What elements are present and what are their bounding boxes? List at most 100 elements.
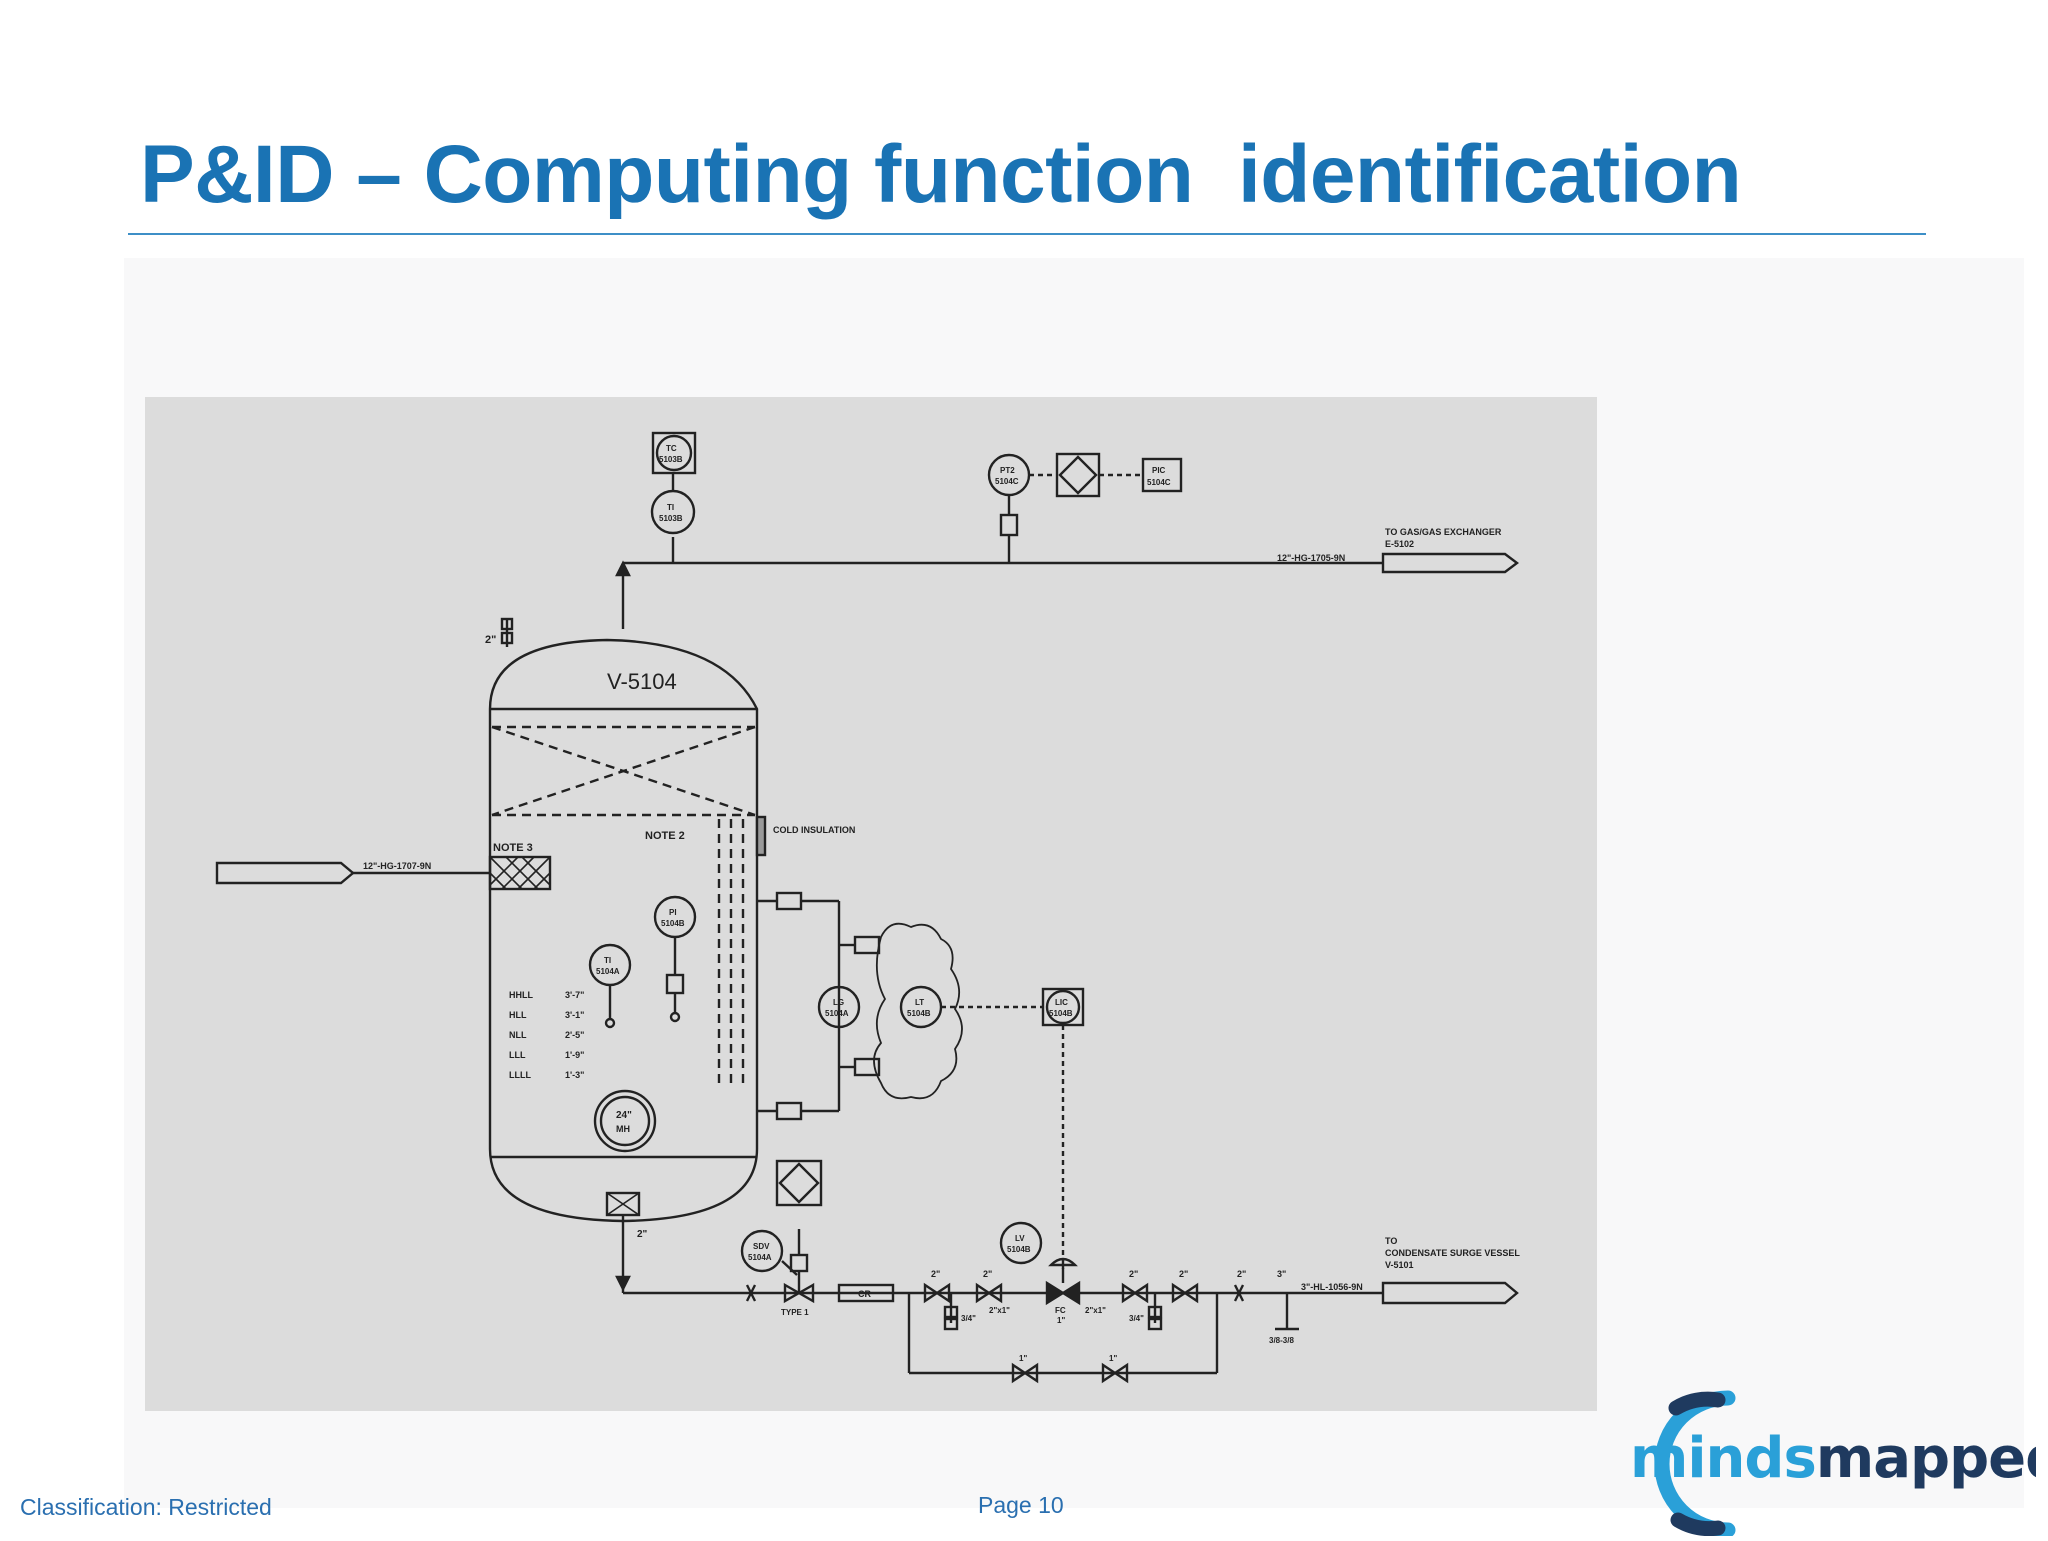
svg-text:NOTE 2: NOTE 2 xyxy=(645,830,685,842)
svg-text:CONDENSATE SURGE VESSEL: CONDENSATE SURGE VESSEL xyxy=(1385,1248,1520,1258)
flow-arrow-icon xyxy=(615,560,631,577)
svg-text:5104A: 5104A xyxy=(596,967,620,976)
svg-text:24": 24" xyxy=(616,1110,632,1121)
svg-text:3'-7": 3'-7" xyxy=(565,990,584,1000)
svg-text:2": 2" xyxy=(485,634,496,646)
lt-insulation-cloud xyxy=(873,922,963,1100)
cr-box xyxy=(837,1283,895,1303)
svg-text:5104B: 5104B xyxy=(907,1009,931,1018)
outlet-bottom-arrow xyxy=(1381,1281,1519,1305)
svg-text:MH: MH xyxy=(616,1124,630,1134)
svg-text:2": 2" xyxy=(637,1229,648,1240)
svg-text:SDV: SDV xyxy=(753,1242,770,1251)
svg-text:TI: TI xyxy=(604,956,611,965)
svg-text:PI: PI xyxy=(669,908,677,917)
outlet-top-arrow xyxy=(1381,552,1519,574)
sdv-valve-icon xyxy=(783,1282,802,1304)
computing-function-box-bottom xyxy=(775,1159,823,1207)
svg-text:LV: LV xyxy=(1015,1234,1025,1243)
svg-text:PT2: PT2 xyxy=(1000,466,1015,475)
svg-text:mindsmapped: mindsmapped xyxy=(1630,1426,2036,1491)
svg-text:LG: LG xyxy=(833,998,844,1007)
svg-text:HLL: HLL xyxy=(509,1010,527,1020)
pt-seal-icon xyxy=(999,513,1019,537)
svg-text:2"x1": 2"x1" xyxy=(1085,1306,1106,1315)
insulation-marker xyxy=(755,815,767,857)
lg-bubble xyxy=(817,985,861,1029)
inlet-arrow xyxy=(215,861,355,885)
pid-diagram: V-5104 NOTE 2 NOTE 3 COLD INSULATION 24"… xyxy=(145,397,1597,1411)
svg-text:1": 1" xyxy=(1109,1354,1117,1363)
svg-text:TI: TI xyxy=(667,503,674,512)
svg-text:LLL: LLL xyxy=(509,1050,526,1060)
svg-text:PIC: PIC xyxy=(1152,466,1166,475)
svg-text:5104B: 5104B xyxy=(661,919,685,928)
svg-text:5104A: 5104A xyxy=(825,1009,849,1018)
lt-bubble xyxy=(899,985,943,1029)
tc-top-bubble xyxy=(655,434,693,472)
svg-text:LT: LT xyxy=(915,998,924,1007)
svg-text:5104C: 5104C xyxy=(995,477,1019,486)
svg-text:3"-HL-1056-9N: 3"-HL-1056-9N xyxy=(1301,1282,1363,1292)
page-number: Page 10 xyxy=(978,1492,1064,1518)
ti-vessel-bubble xyxy=(588,943,632,987)
logo-arc-dark xyxy=(1668,1391,1726,1416)
svg-text:3'-1": 3'-1" xyxy=(565,1010,584,1020)
svg-text:TYPE 1: TYPE 1 xyxy=(781,1308,809,1317)
svg-text:5103B: 5103B xyxy=(659,455,683,464)
svg-text:E-5102: E-5102 xyxy=(1385,539,1414,549)
level-nozzle-bottom xyxy=(775,1101,803,1121)
svg-text:2": 2" xyxy=(1179,1269,1188,1279)
sdv-bubble xyxy=(740,1229,784,1273)
lic-bubble xyxy=(1045,989,1081,1025)
insulation-label: COLD INSULATION xyxy=(773,825,855,835)
inline-valves xyxy=(923,1282,1199,1384)
vent-valve-icon xyxy=(500,617,514,631)
slide-title: P&ID – Computing function identification xyxy=(140,129,1742,220)
svg-text:3/8-3/8: 3/8-3/8 xyxy=(1269,1336,1294,1345)
svg-text:2": 2" xyxy=(1129,1269,1138,1279)
svg-text:1'-3": 1'-3" xyxy=(565,1070,584,1080)
manhole-circle xyxy=(593,1089,657,1153)
svg-text:3/4": 3/4" xyxy=(1129,1314,1144,1323)
mindsmapped-logo: mindsmapped xyxy=(1586,1380,2048,1538)
svg-text:2": 2" xyxy=(983,1269,992,1279)
svg-text:5104B: 5104B xyxy=(1049,1009,1073,1018)
svg-text:2"x1": 2"x1" xyxy=(989,1306,1010,1315)
vessel-tag: V-5104 xyxy=(607,669,677,694)
lv-bubble xyxy=(999,1221,1043,1265)
svg-text:5103B: 5103B xyxy=(659,514,683,523)
svg-text:TO: TO xyxy=(1385,1236,1397,1246)
pt-bubble xyxy=(987,453,1031,497)
lic-box xyxy=(1041,987,1085,1027)
svg-text:NLL: NLL xyxy=(509,1030,527,1040)
svg-text:1": 1" xyxy=(1057,1316,1065,1325)
svg-text:12"-HG-1707-9N: 12"-HG-1707-9N xyxy=(363,861,431,871)
svg-text:TO GAS/GAS EXCHANGER: TO GAS/GAS EXCHANGER xyxy=(1385,527,1502,537)
svg-text:CR: CR xyxy=(858,1289,871,1299)
svg-text:LLLL: LLLL xyxy=(509,1070,531,1080)
tc-top-box xyxy=(651,431,697,475)
pid-drawing: V-5104 NOTE 2 NOTE 3 COLD INSULATION 24"… xyxy=(215,431,1520,1384)
inlet-device-box xyxy=(488,855,552,891)
svg-text:HHLL: HHLL xyxy=(509,990,533,1000)
ti-top-bubble xyxy=(650,489,696,535)
vessel-shell xyxy=(488,638,759,1223)
pi-seal-icon xyxy=(665,973,685,995)
svg-text:2'-5": 2'-5" xyxy=(565,1030,584,1040)
lv-actuator-icon xyxy=(1048,1257,1078,1267)
vent-valve-icon-2 xyxy=(500,631,514,645)
svg-text:1'-9": 1'-9" xyxy=(565,1050,584,1060)
pic-box xyxy=(1141,457,1183,493)
svg-text:5104A: 5104A xyxy=(748,1253,772,1262)
svg-text:NOTE 3: NOTE 3 xyxy=(493,842,533,854)
computing-diamond-icon xyxy=(1058,455,1098,495)
svg-text:LIC: LIC xyxy=(1055,998,1068,1007)
level-nozzle-top xyxy=(775,891,803,911)
svg-text:3/4": 3/4" xyxy=(961,1314,976,1323)
svg-text:5104C: 5104C xyxy=(1147,478,1171,487)
svg-text:3": 3" xyxy=(1277,1269,1286,1279)
svg-text:2": 2" xyxy=(931,1269,940,1279)
lv-valve-icon xyxy=(1045,1280,1066,1306)
title-divider xyxy=(128,233,1926,235)
